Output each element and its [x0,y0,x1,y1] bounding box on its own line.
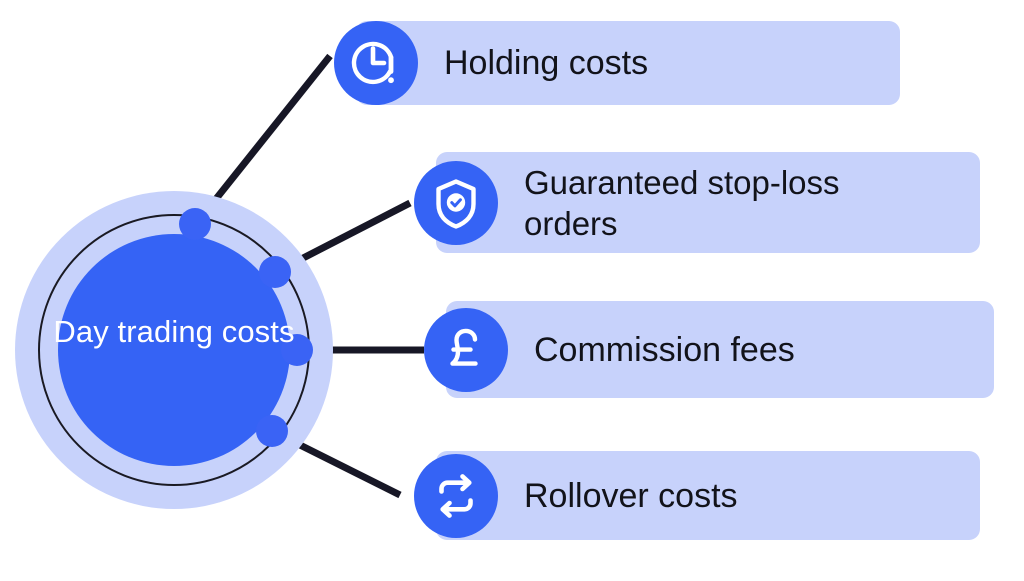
connector-lines [193,53,424,499]
branch-bar [436,152,980,253]
hub-inner-disc [58,234,290,466]
pound-sterling-icon [424,307,508,392]
connector-line-3 [270,427,402,499]
branch-label: Rollover costs [524,476,738,515]
connector-line-0 [193,53,333,227]
hub-outer-halo [15,191,333,509]
branch-row-guaranteed-stop-loss-orders[interactable]: Guaranteed stop-loss orders [414,152,980,253]
branch-bar [446,301,994,398]
swap-arrows-icon [414,453,498,538]
branch-row-holding-costs[interactable]: Holding costs [334,21,900,105]
branch-bar [356,21,900,105]
hub-ring-stroke [38,214,310,486]
branch-label: Commission fees [534,330,795,369]
connector-node-0[interactable] [179,208,211,240]
branch-label: Guaranteed stop-loss orders [524,163,840,242]
branch-row-commission-fees[interactable]: Commission fees [424,301,994,398]
shield-check-icon [414,160,498,245]
branch-label: Holding costs [444,44,649,82]
branch-row-rollover-costs[interactable]: Rollover costs [414,451,980,540]
branch-bar [436,451,980,540]
connector-node-3[interactable] [256,415,288,447]
clock-alert-icon [334,21,418,105]
connector-line-1 [274,199,412,276]
connector-node-1[interactable] [259,256,291,288]
hub-center-label: Day trading costs [53,314,295,349]
